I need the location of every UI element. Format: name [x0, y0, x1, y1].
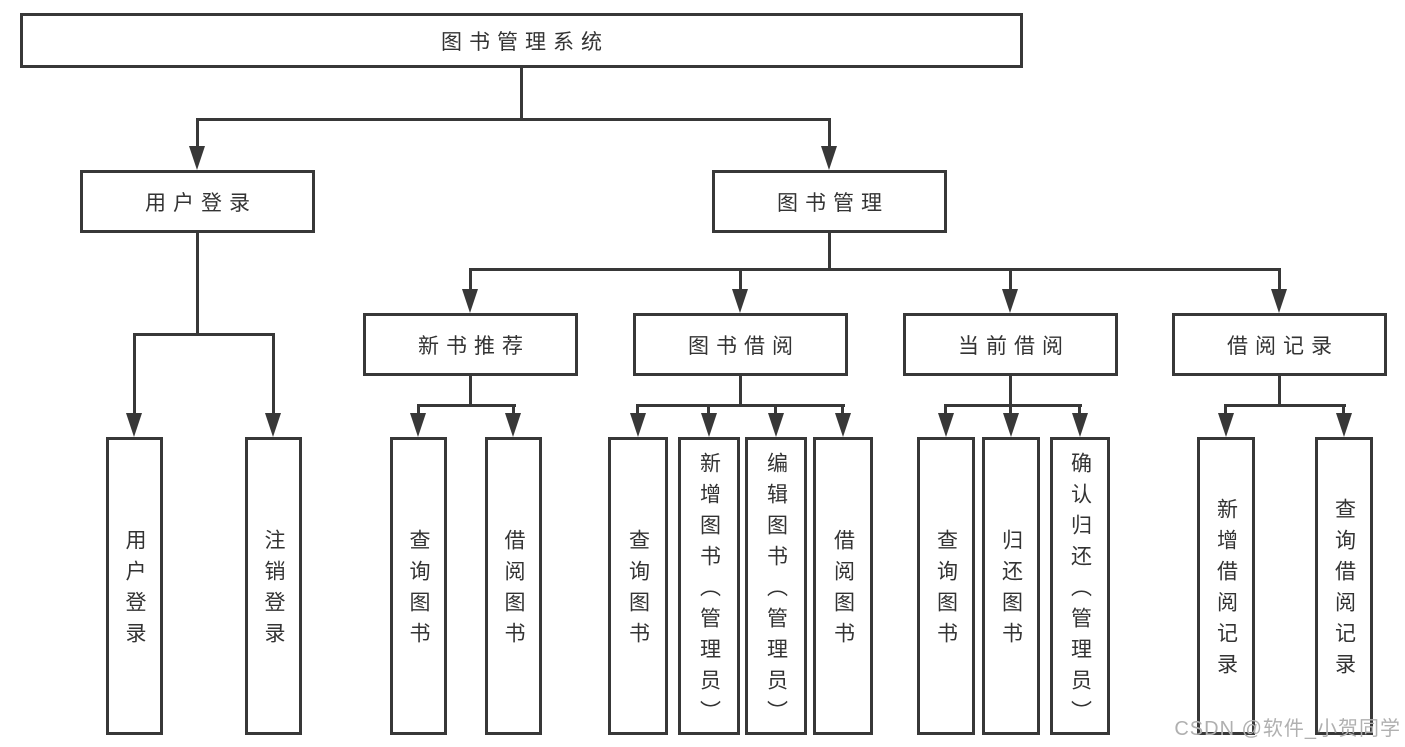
- connector-level3-bar: [469, 268, 1281, 271]
- connector-stem-bb-add: [707, 404, 710, 416]
- connector-stem-current-borrow: [1009, 268, 1012, 292]
- arrowhead-new-book: [462, 289, 478, 313]
- connector-new-book-bar: [417, 404, 516, 407]
- leaf-label: 新增图书（管理员）: [697, 451, 721, 731]
- leaf-cb-query-books: 查询图书: [917, 437, 975, 735]
- connector-user-login-bar: [133, 333, 275, 336]
- connector-stem-borrow-record: [1278, 268, 1281, 292]
- connector-user-login-drop: [196, 233, 199, 335]
- leaf-label: 查询图书: [934, 529, 958, 653]
- arrowhead-bb-edit: [768, 413, 784, 437]
- connector-stem-bb-edit: [774, 404, 777, 416]
- arrowhead-login-leaf: [126, 413, 142, 437]
- node-label: 借阅记录: [1227, 334, 1339, 358]
- arrowhead-bb-add: [701, 413, 717, 437]
- leaf-label: 用户登录: [123, 529, 146, 653]
- node-library-management-system: 图书管理系统: [20, 13, 1023, 68]
- leaf-user-login: 用户登录: [106, 437, 163, 735]
- leaf-label: 编辑图书（管理员）: [764, 451, 788, 731]
- node-label: 新书推荐: [418, 334, 530, 358]
- leaf-bb-borrow-books: 借阅图书: [813, 437, 873, 735]
- csdn-watermark: CSDN @软件_小贺同学: [1174, 718, 1401, 740]
- arrowhead-cb-confirm: [1072, 413, 1088, 437]
- connector-stem-br-query: [1342, 404, 1345, 416]
- arrowhead-br-query: [1336, 413, 1352, 437]
- node-label: 图书管理: [777, 191, 889, 215]
- connector-book-borrow-drop: [739, 376, 742, 406]
- arrowhead-br-add: [1218, 413, 1234, 437]
- connector-new-book-drop: [469, 376, 472, 406]
- arrowhead-nb-query: [410, 413, 426, 437]
- arrowhead-cb-query: [938, 413, 954, 437]
- leaf-label: 借阅图书: [502, 529, 525, 653]
- connector-current-borrow-drop: [1009, 376, 1012, 406]
- connector-stem-bb-query: [636, 404, 639, 416]
- leaf-br-query-record: 查询借阅记录: [1315, 437, 1373, 735]
- arrowhead-bb-borrow: [835, 413, 851, 437]
- leaf-bb-edit-books-admin: 编辑图书（管理员）: [745, 437, 807, 735]
- arrowhead-current-borrow: [1002, 289, 1018, 313]
- leaf-label: 确认归还（管理员）: [1068, 451, 1092, 731]
- arrowhead-book-mgmt: [821, 146, 837, 170]
- connector-stem-cb-return: [1009, 404, 1012, 416]
- leaf-label: 查询图书: [626, 529, 650, 653]
- node-label: 当前借阅: [958, 334, 1070, 358]
- connector-book-mgmt-drop: [828, 233, 831, 270]
- arrowhead-logout-leaf: [265, 413, 281, 437]
- node-new-book-recommend: 新书推荐: [363, 313, 578, 376]
- leaf-cb-confirm-return-admin: 确认归还（管理员）: [1050, 437, 1110, 735]
- node-label: 图书管理系统: [441, 30, 609, 54]
- arrowhead-bb-query: [630, 413, 646, 437]
- leaf-label: 注销登录: [262, 529, 285, 653]
- connector-root-drop: [520, 68, 523, 120]
- connector-stem-cb-query: [944, 404, 947, 416]
- connector-borrow-record-drop: [1278, 376, 1281, 406]
- leaf-label: 归还图书: [999, 529, 1023, 653]
- node-book-borrow: 图书借阅: [633, 313, 848, 376]
- leaf-bb-add-books-admin: 新增图书（管理员）: [678, 437, 740, 735]
- node-label: 图书借阅: [688, 334, 800, 358]
- node-book-management: 图书管理: [712, 170, 947, 233]
- connector-stem-new-book: [469, 268, 472, 292]
- connector-current-borrow-bar: [944, 404, 1082, 407]
- connector-book-borrow-bar: [636, 404, 845, 407]
- connector-stem-nb-borrow: [512, 404, 515, 416]
- connector-stem-logout-leaf: [272, 333, 275, 415]
- leaf-logout: 注销登录: [245, 437, 302, 735]
- connector-borrow-record-bar: [1224, 404, 1346, 407]
- connector-stem-br-add: [1224, 404, 1227, 416]
- connector-stem-book-mgmt: [828, 118, 831, 148]
- leaf-nb-borrow-books: 借阅图书: [485, 437, 542, 735]
- connector-stem-login-leaf: [133, 333, 136, 415]
- leaf-br-add-record: 新增借阅记录: [1197, 437, 1255, 735]
- connector-level2-bar: [196, 118, 831, 121]
- node-current-borrow: 当前借阅: [903, 313, 1118, 376]
- leaf-nb-query-books: 查询图书: [390, 437, 447, 735]
- arrowhead-book-borrow: [732, 289, 748, 313]
- node-user-login: 用户登录: [80, 170, 315, 233]
- leaf-cb-return-books: 归还图书: [982, 437, 1040, 735]
- arrowhead-user-login: [189, 146, 205, 170]
- connector-stem-bb-borrow: [841, 404, 844, 416]
- connector-stem-user-login: [196, 118, 199, 148]
- connector-stem-cb-confirm: [1078, 404, 1081, 416]
- node-label: 用户登录: [145, 191, 257, 215]
- leaf-label: 查询借阅记录: [1332, 498, 1356, 684]
- arrowhead-cb-return: [1003, 413, 1019, 437]
- connector-stem-nb-query: [417, 404, 420, 416]
- leaf-label: 新增借阅记录: [1214, 498, 1238, 684]
- connector-stem-book-borrow: [739, 268, 742, 292]
- node-borrow-record: 借阅记录: [1172, 313, 1387, 376]
- leaf-label: 查询图书: [407, 529, 430, 653]
- leaf-label: 借阅图书: [831, 529, 855, 653]
- leaf-bb-query-books: 查询图书: [608, 437, 668, 735]
- arrowhead-nb-borrow: [505, 413, 521, 437]
- arrowhead-borrow-record: [1271, 289, 1287, 313]
